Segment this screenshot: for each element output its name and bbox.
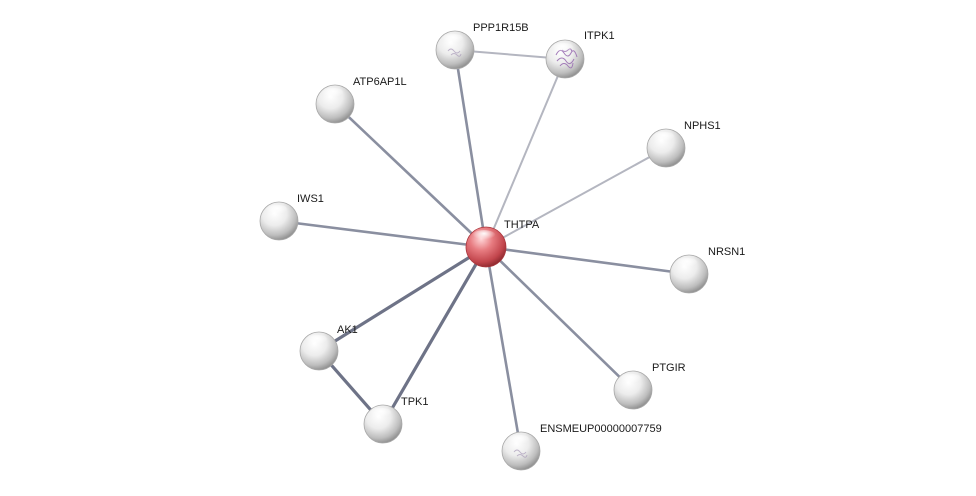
node-atp6ap1l[interactable]: ATP6AP1L	[315, 76, 407, 124]
node-thtpa[interactable]: THTPA	[465, 219, 540, 268]
node-highlight	[652, 131, 676, 144]
structure-thumbnail-icon	[513, 449, 528, 458]
node-label-ak1: AK1	[337, 324, 358, 336]
node-tpk1[interactable]: TPK1	[363, 396, 429, 444]
node-ensmeup00000007759[interactable]: ENSMEUP00000007759	[501, 423, 662, 471]
node-label-nphs1: NPHS1	[684, 120, 721, 132]
edge-thtpa-ppp1r15b[interactable]	[453, 48, 488, 249]
node-highlight	[675, 257, 699, 270]
node-nrsn1[interactable]: NRSN1	[669, 246, 745, 294]
node-label-atp6ap1l: ATP6AP1L	[353, 76, 407, 88]
node-label-itpk1: ITPK1	[584, 30, 615, 42]
node-label-nrsn1: NRSN1	[708, 246, 745, 258]
node-ak1[interactable]: AK1	[299, 324, 358, 371]
node-highlight	[472, 230, 496, 242]
node-highlight	[441, 33, 465, 46]
node-highlight	[321, 87, 345, 100]
node-label-ptgir: PTGIR	[652, 362, 686, 374]
node-ptgir[interactable]: PTGIR	[613, 362, 686, 410]
protein-structure-icon	[555, 48, 578, 69]
node-itpk1[interactable]: ITPK1	[545, 30, 615, 79]
node-highlight	[507, 434, 531, 447]
node-nphs1[interactable]: NPHS1	[646, 120, 721, 168]
structure-thumbnail-icon	[447, 48, 462, 57]
node-iws1[interactable]: IWS1	[259, 193, 324, 241]
edge-thtpa-tpk1[interactable]	[381, 245, 488, 426]
node-highlight	[305, 334, 329, 347]
edge-thtpa-ptgir[interactable]	[484, 245, 635, 392]
edge-thtpa-itpk1[interactable]	[485, 58, 566, 248]
edge-thtpa-atp6ap1l[interactable]	[333, 102, 488, 249]
node-label-tpk1: TPK1	[401, 396, 429, 408]
edge-thtpa-iws1[interactable]	[277, 219, 488, 249]
edge-thtpa-nrsn1[interactable]	[484, 245, 691, 276]
node-label-ensmeup00000007759: ENSMEUP00000007759	[540, 423, 662, 435]
node-label-iws1: IWS1	[297, 193, 324, 205]
node-label-ppp1r15b: PPP1R15B	[473, 22, 529, 34]
node-highlight	[265, 204, 289, 217]
node-highlight	[551, 42, 575, 55]
edge-thtpa-nphs1[interactable]	[485, 147, 667, 248]
node-ppp1r15b[interactable]: PPP1R15B	[435, 22, 529, 70]
node-highlight	[619, 373, 643, 386]
node-label-thtpa: THTPA	[504, 219, 540, 231]
node-highlight	[369, 407, 393, 420]
edge-thtpa-ensmeup00000007759[interactable]	[484, 245, 523, 453]
edge-thtpa-ak1[interactable]	[317, 245, 488, 353]
